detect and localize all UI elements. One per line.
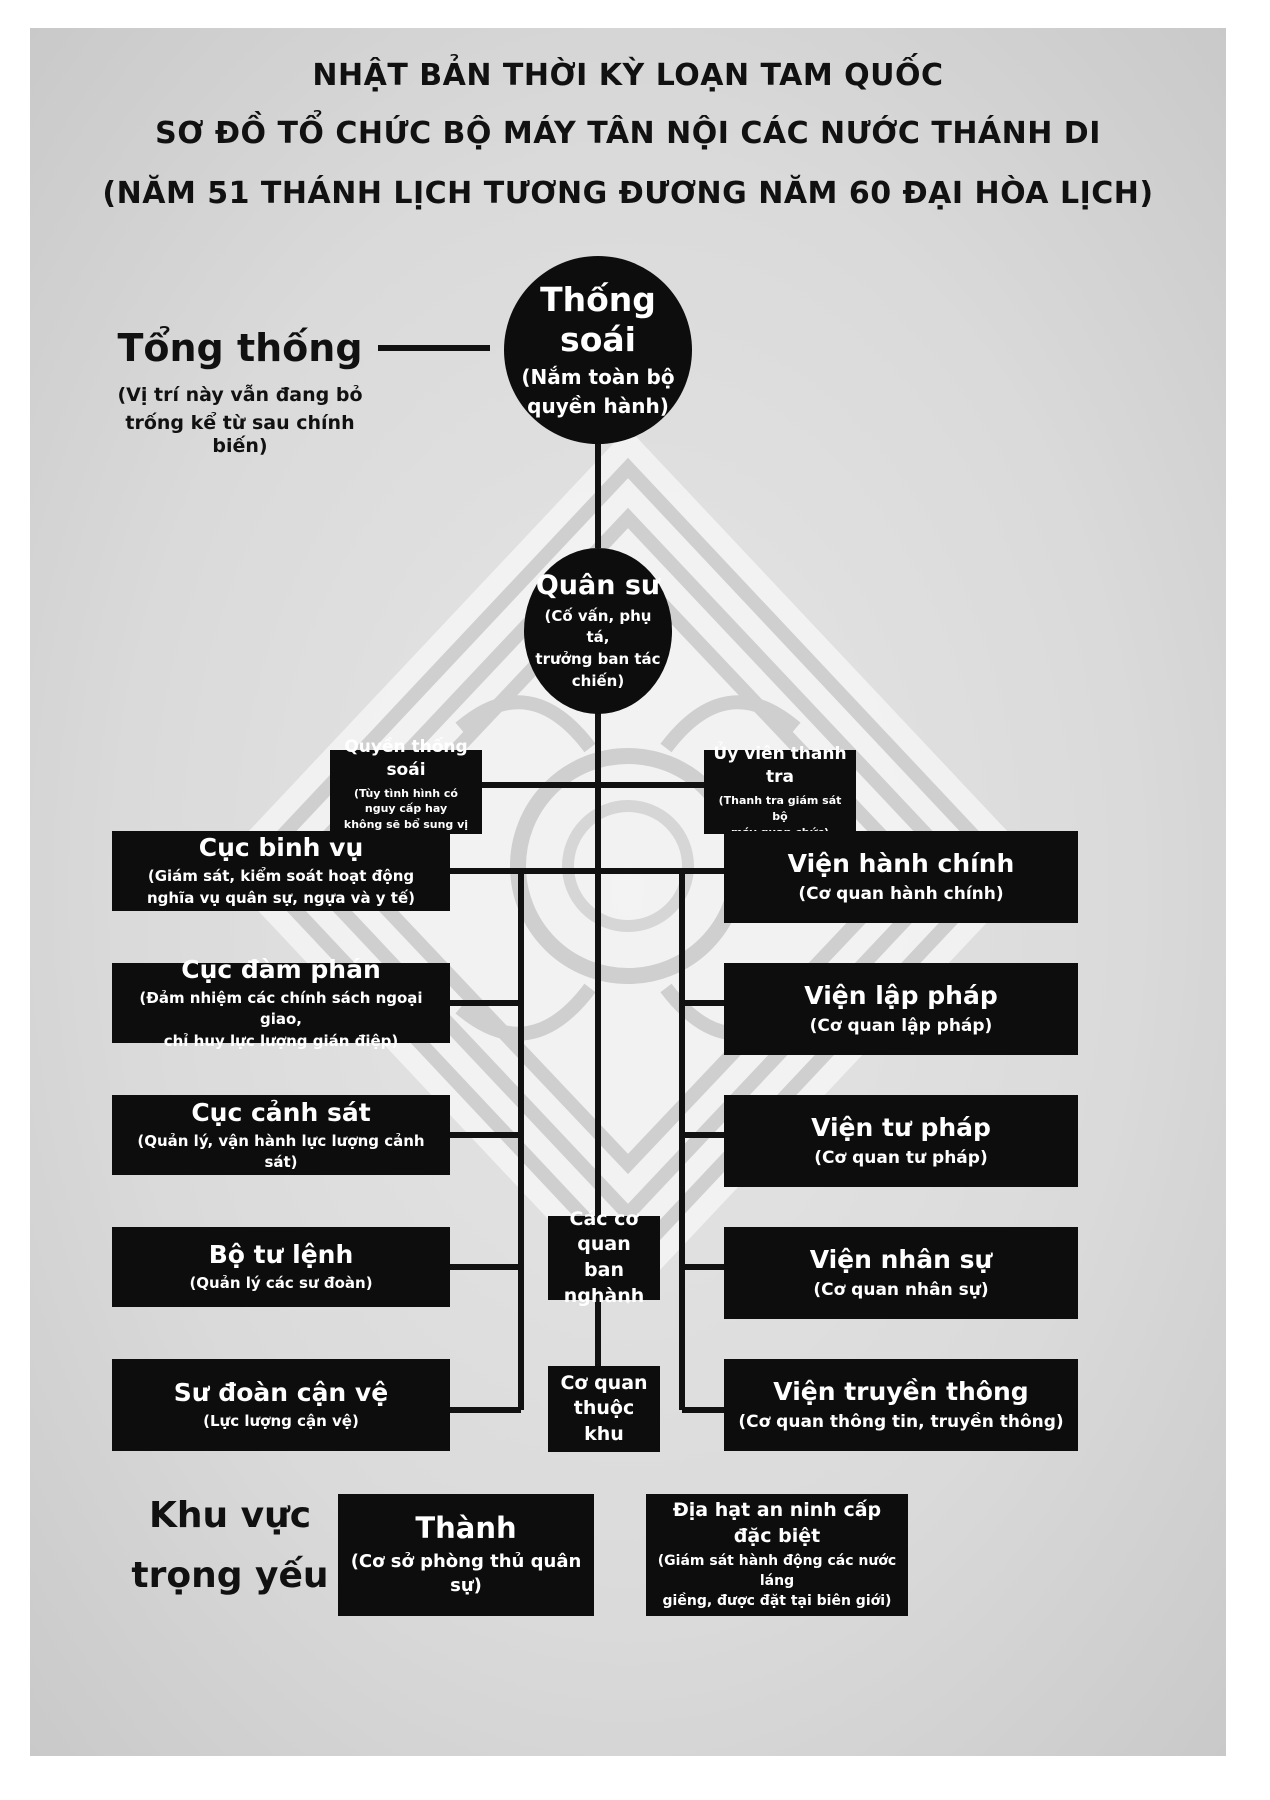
guard-division-box: Sư đoàn cận vệ (Lực lượng cận vệ) — [112, 1359, 450, 1451]
communications-institute-desc: (Cơ quan thông tin, truyền thông) — [738, 1411, 1064, 1432]
guard-division-title: Sư đoàn cận vệ — [173, 1378, 389, 1407]
key-region-label-line-2: trọng yếu — [131, 1555, 329, 1596]
acting-commander-box: Quyền thống soái (Tùy tình hình có nguy … — [330, 737, 482, 847]
police-bureau-box: Cục cảnh sát (Quản lý, vận hành lực lượn… — [112, 1095, 450, 1175]
legislative-institute-desc: (Cơ quan lập pháp) — [809, 1015, 993, 1036]
military-affairs-bureau-title: Cục binh vụ — [198, 833, 364, 862]
title-line-3: (NĂM 51 THÁNH LỊCH TƯƠNG ĐƯƠNG NĂM 60 ĐẠ… — [102, 176, 1154, 211]
negotiation-bureau-desc-line-1: (Đảm nhiệm các chính sách ngoại giao, — [139, 988, 423, 1028]
president-note-line-2: trống kể từ sau chính biến) — [125, 412, 355, 457]
commander-desc-line-1: (Nắm toàn bộ — [521, 364, 675, 389]
title-line-2: SƠ ĐỒ TỔ CHỨC BỘ MÁY TÂN NỘI CÁC NƯỚC TH… — [155, 116, 1101, 151]
acting-commander-desc-line-1: (Tùy tình hình có nguy cấp hay — [353, 786, 458, 816]
legislative-institute-box: Viện lập pháp (Cơ quan lập pháp) — [724, 963, 1078, 1055]
high-command-box: Bộ tư lệnh (Quản lý các sư đoàn) — [112, 1227, 450, 1307]
police-bureau-desc: (Quản lý, vận hành lực lượng cảnh sát) — [137, 1131, 425, 1171]
communications-institute-title: Viện truyền thông — [773, 1376, 1029, 1406]
personnel-institute-box: Viện nhân sự (Cơ quan nhân sự) — [724, 1227, 1078, 1319]
military-affairs-bureau-box: Cục binh vụ (Giám sát, kiểm soát hoạt độ… — [112, 831, 450, 911]
administrative-institute-desc: (Cơ quan hành chính) — [798, 883, 1004, 904]
departments-line-1: Các cơ quan — [569, 1207, 639, 1256]
police-bureau-title: Cục cảnh sát — [191, 1097, 371, 1127]
administrative-institute-title: Viện hành chính — [787, 848, 1015, 878]
special-security-zone-desc-line-1: (Giám sát hành động các nước láng — [657, 1553, 897, 1589]
inspector-desc-line-1: (Thanh tra giám sát bộ — [718, 794, 842, 823]
negotiation-bureau-desc-line-2: chỉ huy lực lượng gián điệp) — [163, 1031, 399, 1050]
special-security-zone-box: Địa hạt an ninh cấp đặc biệt (Giám sát h… — [646, 1494, 908, 1616]
commander-title: Thống soái — [540, 280, 656, 359]
citadel-box: Thành (Cơ sở phòng thủ quân sự) — [338, 1494, 594, 1616]
high-command-title: Bộ tư lệnh — [208, 1240, 354, 1269]
military-affairs-bureau-desc-line-2: nghĩa vụ quân sự, ngựa và y tế) — [147, 889, 415, 907]
commander-desc-line-2: quyền hành) — [527, 393, 669, 418]
communications-institute-box: Viện truyền thông (Cơ quan thông tin, tr… — [724, 1359, 1078, 1451]
judicial-institute-box: Viện tư pháp (Cơ quan tư pháp) — [724, 1095, 1078, 1187]
district-agencies-line-2: thuộc khu — [573, 1397, 635, 1445]
legislative-institute-title: Viện lập pháp — [804, 980, 998, 1010]
org-chart-sheet: NHẬT BẢN THỜI KỲ LOẠN TAM QUỐC SƠ ĐỒ TỔ … — [30, 28, 1226, 1756]
high-command-desc: (Quản lý các sư đoàn) — [189, 1274, 373, 1292]
departments-box: Các cơ quan ban nghành — [548, 1208, 660, 1307]
strategist-title: Quân sư — [535, 570, 661, 602]
president-note-line-1: (Vị trí này vẫn đang bỏ — [117, 384, 363, 406]
district-agencies-line-1: Cơ quan — [560, 1371, 648, 1394]
strategist-desc-line-3: chiến) — [571, 671, 625, 690]
district-agencies-box: Cơ quan thuộc khu — [548, 1366, 660, 1452]
judicial-institute-desc: (Cơ quan tư pháp) — [814, 1147, 988, 1168]
strategist-desc-line-2: trưởng ban tác — [535, 649, 661, 668]
strategist-circle: Quân sư (Cố vấn, phụ tá, trưởng ban tác … — [524, 548, 672, 714]
special-security-zone-title: Địa hạt an ninh cấp đặc biệt — [672, 1498, 882, 1547]
personnel-institute-title: Viện nhân sự — [809, 1244, 993, 1274]
negotiation-bureau-title: Cục đàm phán — [181, 954, 381, 984]
judicial-institute-title: Viện tư pháp — [811, 1112, 991, 1142]
inspector-title: Ủy viên thanh tra — [713, 744, 847, 788]
military-affairs-bureau-desc-line-1: (Giám sát, kiểm soát hoạt động — [147, 867, 415, 885]
negotiation-bureau-box: Cục đàm phán (Đảm nhiệm các chính sách n… — [112, 955, 450, 1050]
strategist-desc-line-1: (Cố vấn, phụ tá, — [544, 606, 652, 646]
guard-division-desc: (Lực lượng cận vệ) — [203, 1412, 359, 1430]
acting-commander-title: Quyền thống soái — [344, 736, 468, 780]
special-security-zone-desc-line-2: giềng, được đặt tại biên giới) — [662, 1593, 892, 1610]
citadel-title: Thành — [415, 1511, 517, 1546]
commander-circle: Thống soái (Nắm toàn bộ quyền hành) — [504, 256, 692, 444]
administrative-institute-box: Viện hành chính (Cơ quan hành chính) — [724, 831, 1078, 923]
departments-line-2: ban nghành — [563, 1259, 645, 1307]
citadel-desc: (Cơ sở phòng thủ quân sự) — [350, 1551, 582, 1597]
key-region-label-line-1: Khu vực — [148, 1495, 312, 1536]
inspector-box: Ủy viên thanh tra (Thanh tra giám sát bộ… — [704, 744, 856, 839]
title-line-1: NHẬT BẢN THỜI KỲ LOẠN TAM QUỐC — [312, 58, 944, 93]
president-title: Tổng thống — [117, 326, 363, 370]
personnel-institute-desc: (Cơ quan nhân sự) — [813, 1279, 989, 1300]
